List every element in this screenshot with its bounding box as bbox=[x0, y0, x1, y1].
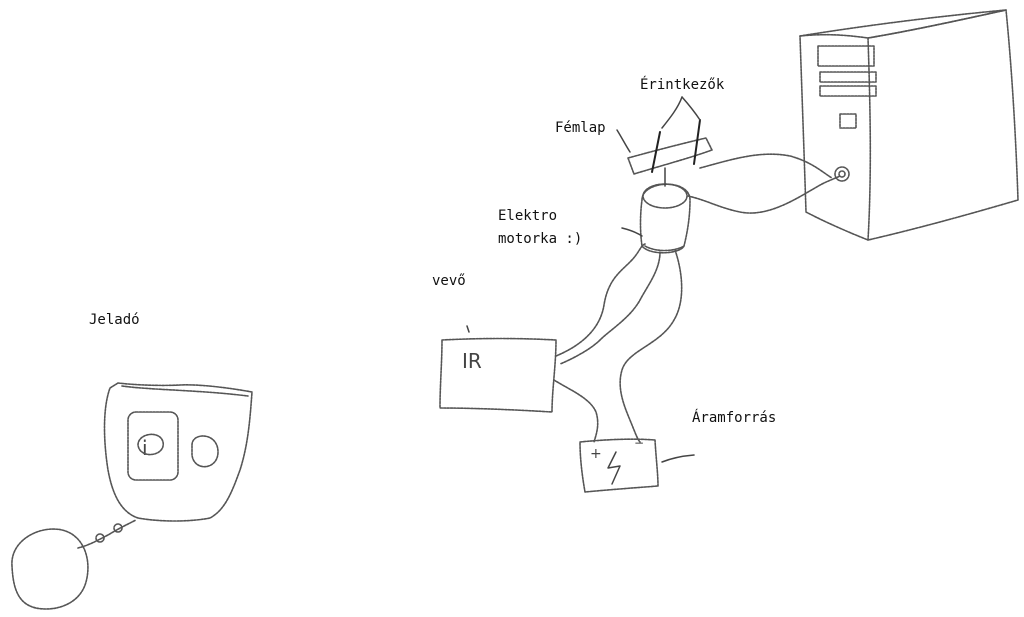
metal-plate-assembly bbox=[616, 96, 713, 175]
drive-bay-3 bbox=[819, 85, 877, 97]
tower-connector-inner bbox=[838, 170, 846, 178]
contacts-pointer-right bbox=[681, 96, 701, 121]
remote-small-button bbox=[191, 435, 219, 468]
battery-lightning bbox=[607, 451, 621, 485]
ir-receiver: IR bbox=[439, 325, 557, 413]
drive-bay-1 bbox=[817, 45, 875, 67]
contact-left bbox=[651, 131, 661, 173]
receiver-box-mark: IR bbox=[462, 349, 482, 373]
electric-motor-label-line2: motorka :) bbox=[498, 231, 583, 247]
receiver-box bbox=[439, 337, 557, 413]
contacts-label: Érintkezők bbox=[640, 77, 725, 93]
plate-pointer bbox=[616, 129, 631, 153]
computer-tower bbox=[799, 9, 1019, 241]
battery-plus: + bbox=[590, 446, 602, 462]
wire-receiver-motor-a bbox=[555, 243, 646, 357]
tower-side bbox=[867, 9, 1019, 241]
floppy-slot bbox=[839, 113, 857, 129]
metal-plate bbox=[627, 137, 713, 175]
remote-big-button bbox=[127, 411, 179, 481]
remote-body bbox=[103, 382, 253, 522]
wire-contacts-computer-a bbox=[699, 153, 833, 179]
wire-motor-battery-a bbox=[619, 249, 683, 443]
key-chain bbox=[77, 519, 137, 549]
chain-link-1 bbox=[95, 533, 105, 543]
battery-minus: − bbox=[634, 436, 644, 450]
wire-contacts-computer-b bbox=[687, 175, 841, 214]
remote-big-button-circle bbox=[137, 433, 164, 456]
electric-motor bbox=[621, 167, 691, 254]
transmitter-label: Jeladó bbox=[89, 312, 140, 328]
key-ring bbox=[11, 528, 89, 610]
battery-label-pointer bbox=[661, 454, 695, 463]
motor-top bbox=[642, 183, 688, 209]
motor-label-pointer bbox=[621, 227, 643, 237]
receiver-tick bbox=[466, 325, 470, 333]
contacts-pointer-left bbox=[661, 96, 683, 129]
power-source-label: Áramforrás bbox=[692, 410, 777, 426]
remote-transmitter: i bbox=[11, 382, 253, 610]
contact-right bbox=[693, 119, 701, 165]
motor-body bbox=[639, 183, 691, 254]
wire-receiver-motor-b bbox=[559, 251, 661, 365]
receiver-label: vevő bbox=[432, 273, 466, 289]
wires bbox=[553, 153, 841, 443]
tower-connector bbox=[834, 166, 850, 182]
chain-link-2 bbox=[113, 523, 123, 533]
motor-bottom-ring bbox=[644, 245, 685, 252]
remote-body-outline-2 bbox=[121, 385, 249, 397]
power-source-battery: + − bbox=[579, 436, 695, 493]
tower-top bbox=[799, 9, 1007, 39]
battery-box bbox=[579, 438, 659, 493]
drive-bay-2 bbox=[819, 71, 877, 83]
remote-big-button-mark: i bbox=[142, 436, 148, 460]
metal-plate-label: Fémlap bbox=[555, 120, 606, 136]
electric-motor-label-line1: Elektro bbox=[498, 208, 558, 224]
wire-receiver-battery bbox=[553, 379, 599, 443]
